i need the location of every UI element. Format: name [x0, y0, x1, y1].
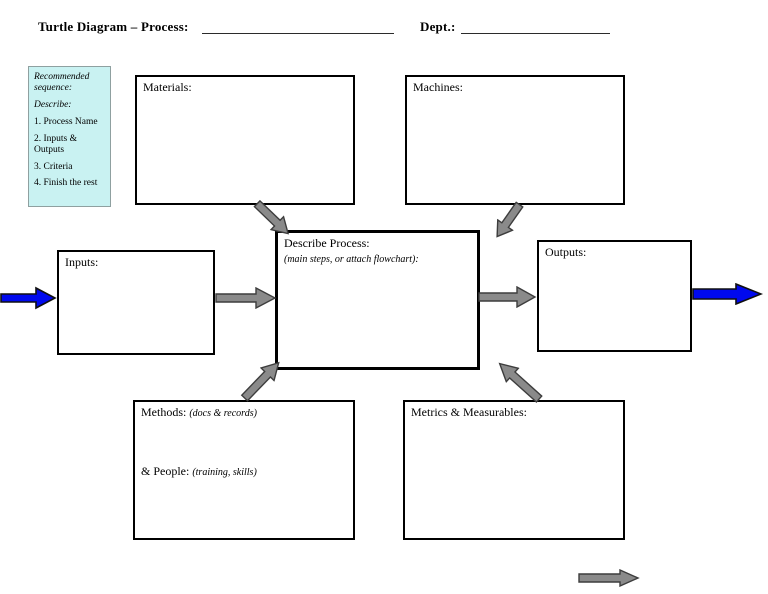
process-name-field[interactable]: [202, 33, 394, 34]
materials-to-process-arrow-icon: [250, 196, 297, 242]
materials-box[interactable]: Materials:: [135, 75, 355, 205]
machines-to-process-arrow-icon: [488, 198, 528, 244]
note-line: Recommended sequence:: [34, 72, 90, 93]
people-note: (training, skills): [192, 467, 257, 478]
note-line: 1. Process Name: [34, 116, 98, 127]
methods-label: Methods:: [141, 405, 187, 419]
inputs-label: Inputs:: [65, 255, 99, 269]
materials-label: Materials:: [143, 80, 192, 94]
methods-note: (docs & records): [189, 408, 257, 419]
external-output-arrow-icon: [692, 283, 763, 305]
page-title: Turtle Diagram – Process:: [38, 19, 189, 34]
note-line: 2. Inputs & Outputs: [34, 133, 78, 155]
methods-people-box[interactable]: Methods: (docs & records) & People: (tra…: [133, 400, 355, 540]
metrics-label: Metrics & Measurables:: [411, 405, 527, 419]
inputs-to-process-arrow-icon: [215, 287, 277, 309]
process-label: Describe Process:: [284, 236, 370, 250]
describe-process-box[interactable]: Describe Process: (main steps, or attach…: [275, 230, 480, 370]
metrics-to-process-arrow-icon: [492, 355, 547, 407]
footer-arrow-icon: [578, 569, 640, 587]
external-input-arrow-icon: [0, 286, 57, 310]
outputs-label: Outputs:: [545, 245, 587, 259]
note-line: 4. Finish the rest: [34, 178, 98, 189]
methods-to-process-arrow-icon: [237, 354, 288, 405]
machines-label: Machines:: [413, 80, 463, 94]
machines-box[interactable]: Machines:: [405, 75, 625, 205]
note-line: Describe:: [34, 99, 72, 110]
metrics-box[interactable]: Metrics & Measurables:: [403, 400, 625, 540]
outputs-box[interactable]: Outputs:: [537, 240, 692, 352]
people-label: & People:: [141, 464, 190, 478]
recommended-sequence-note: Recommended sequence: Describe: 1. Proce…: [28, 66, 111, 207]
dept-field[interactable]: [461, 33, 610, 34]
process-sublabel: (main steps, or attach flowchart):: [284, 254, 419, 265]
inputs-box[interactable]: Inputs:: [57, 250, 215, 355]
process-to-outputs-arrow-icon: [478, 286, 537, 308]
dept-label: Dept.:: [420, 19, 456, 34]
note-line: 3. Criteria: [34, 161, 73, 172]
